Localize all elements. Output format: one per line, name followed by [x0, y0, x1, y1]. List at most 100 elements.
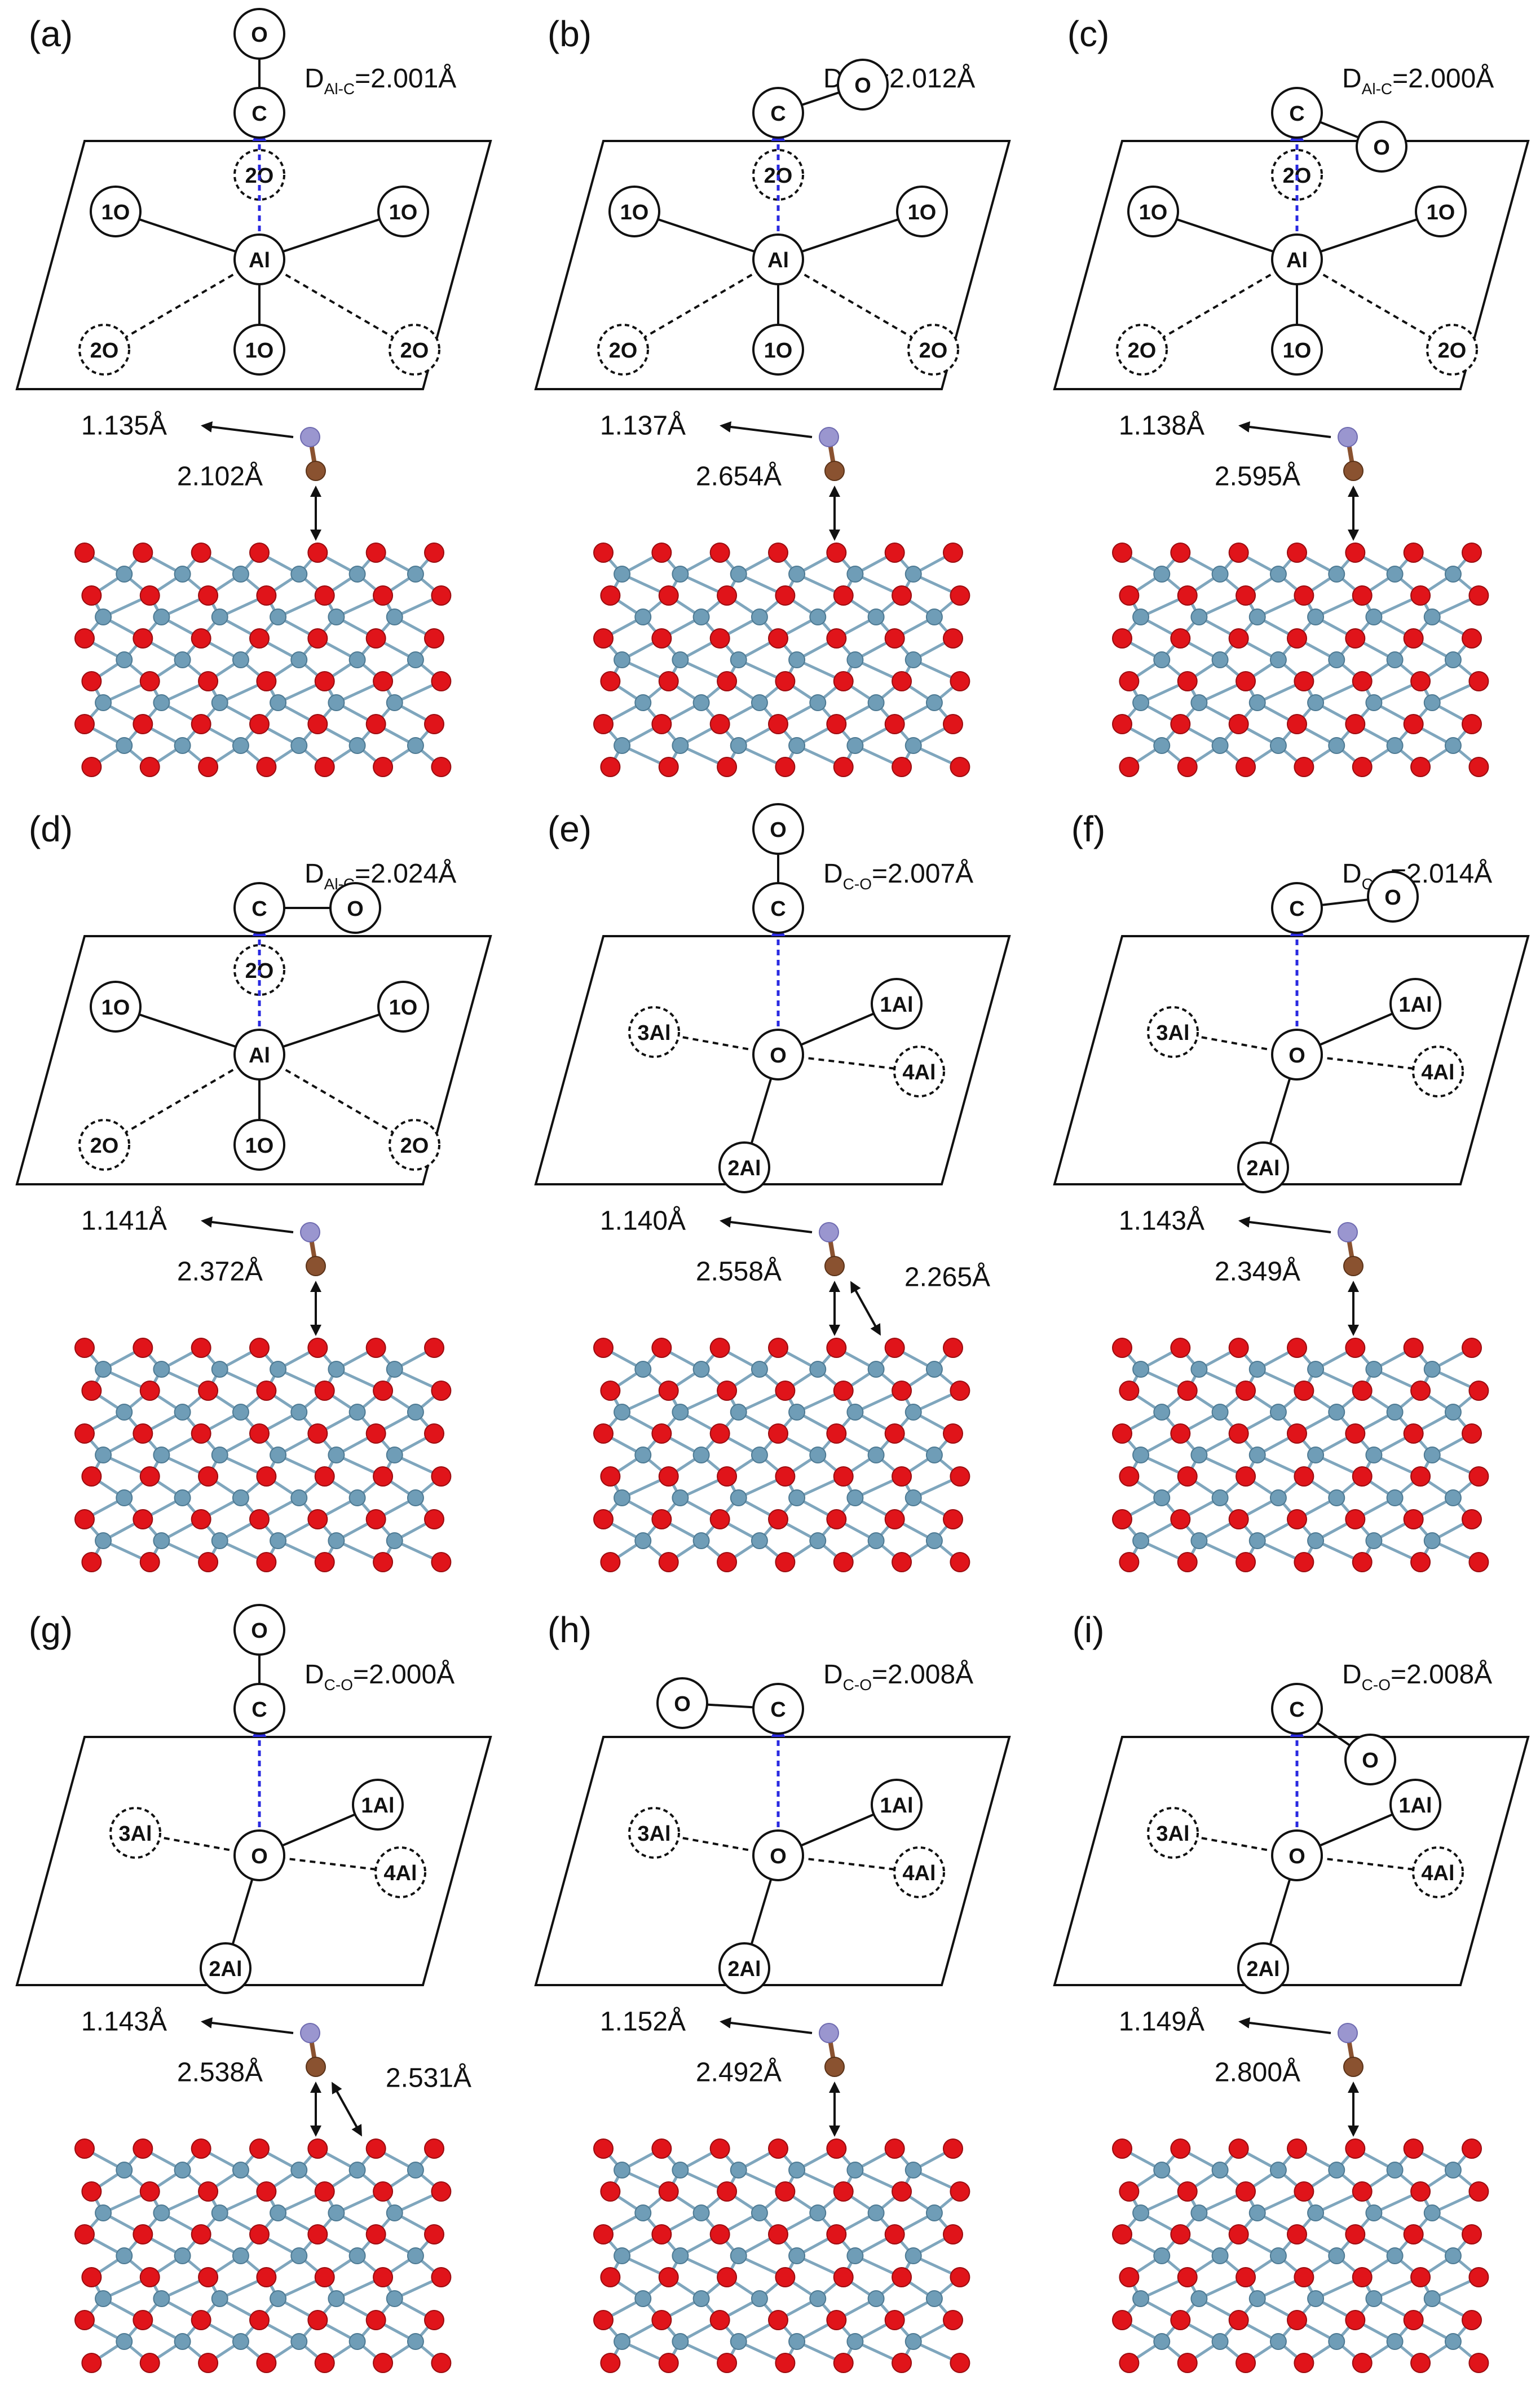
oxygen-atom [651, 1338, 672, 1358]
oxygen-2o-label: 2O [400, 1134, 429, 1158]
oxygen-atom [826, 2224, 847, 2245]
oxygen-atom [1177, 1552, 1198, 1572]
oxygen-atom [768, 543, 788, 563]
aluminum-atom [1307, 608, 1325, 625]
aluminum-2al-label: 2Al [727, 1957, 761, 1981]
aluminum-1al [1389, 978, 1441, 1030]
aluminum-atom [1423, 1447, 1441, 1463]
aluminum-3al [109, 1807, 161, 1859]
oxygen-atom [892, 2353, 912, 2373]
oxygen-atom [74, 628, 95, 649]
aluminum-atom [1328, 737, 1345, 754]
oxygen-atom [833, 1552, 854, 1572]
oxygen-atom [1345, 1423, 1366, 1444]
oxygen-atom [950, 2353, 970, 2373]
aluminum-atom [692, 1361, 710, 1378]
molecule-oxygen [1356, 121, 1407, 173]
aluminum-atom [1190, 608, 1208, 625]
oxygen-atom [81, 1552, 102, 1572]
oxygen-atom [709, 2138, 730, 2159]
oxygen-atom [1119, 1466, 1140, 1487]
oxygen-atom [198, 671, 219, 691]
oxygen-atom [1294, 2181, 1314, 2202]
aluminum-atom [867, 608, 885, 625]
aluminum-atom [211, 1361, 228, 1378]
panel-label: (f) [1071, 809, 1105, 849]
oxygen-atom [658, 2181, 679, 2202]
oxygen-atom [1235, 2353, 1256, 2373]
oxygen-atom [1170, 2138, 1191, 2159]
aluminum-atom [1269, 737, 1287, 754]
oxygen-1o [1127, 186, 1179, 237]
surface-oxygen-label: O [1289, 1044, 1305, 1068]
al-o-dashed-bond [1296, 258, 1453, 351]
oxygen-atom [826, 543, 847, 563]
oxygen-atom [709, 543, 730, 563]
aluminum-atom [1190, 2290, 1208, 2307]
aluminum-atom [788, 1404, 806, 1421]
panel-label: (i) [1073, 1609, 1105, 1650]
aluminum-atom [672, 1489, 689, 1506]
distance-subscript: C-O [1362, 1676, 1391, 1694]
oxygen-atom [1228, 2138, 1249, 2159]
aluminum-atom [788, 2162, 806, 2179]
oxygen-atom [139, 671, 160, 691]
oxygen-atom [431, 1552, 452, 1572]
oxygen-atom [133, 543, 153, 563]
surface-distance-label: 2.538Å [177, 2058, 263, 2088]
oxygen-1o [233, 324, 285, 376]
oxygen-atom [892, 757, 912, 777]
aluminum-atom [672, 737, 689, 754]
aluminum-center [233, 1029, 285, 1081]
aluminum-atom [1328, 2247, 1345, 2264]
oxygen-atom [1462, 628, 1482, 649]
aluminum-atom [1328, 651, 1345, 668]
oxygen-atom [709, 628, 730, 649]
oxygen-atom [1403, 1509, 1424, 1529]
oxygen-atom [191, 714, 211, 734]
aluminum-atom [211, 2204, 228, 2221]
oxygen-atom [1462, 1423, 1482, 1444]
aluminum-atom [153, 2290, 170, 2307]
oxygen-atom [1294, 2353, 1314, 2373]
aluminum-atom [211, 694, 228, 711]
surface-distance-label: 2.349Å [1215, 1257, 1300, 1287]
aluminum-atom [1132, 1447, 1150, 1463]
aluminum-atom [1211, 566, 1229, 583]
al-o-dashed-bond [777, 258, 934, 351]
oxygen-atom [1410, 2267, 1431, 2287]
surface-distance-label: 2.595Å [1215, 462, 1300, 492]
oxygen-atom [768, 714, 788, 734]
carbon-atom-label: C [1289, 102, 1304, 126]
aluminum-atom [1153, 2162, 1171, 2179]
aluminum-atom [1190, 2204, 1208, 2221]
aluminum-atom [904, 2162, 922, 2179]
oxygen-atom [191, 2224, 211, 2245]
oxygen-atom [600, 757, 621, 777]
oxygen-atom [81, 585, 102, 606]
oxygen-atom [365, 2310, 386, 2330]
aluminum-atom [1269, 1404, 1287, 1421]
aluminum-atom [1423, 2290, 1441, 2307]
oxygen-atom [314, 2267, 335, 2287]
aluminum-2al-label: 2Al [209, 1957, 242, 1981]
oxygen-atom [373, 2181, 394, 2202]
aluminum-atom [904, 2247, 922, 2264]
oxygen-atom [950, 757, 970, 777]
oxygen-atom [1119, 2181, 1140, 2202]
carbon-atom-label: C [770, 102, 786, 126]
aluminum-atom [174, 2162, 191, 2179]
aluminum-atom [174, 1489, 191, 1506]
oxygen-atom [74, 2310, 95, 2330]
oxygen-atom [709, 1509, 730, 1529]
oxygen-atom [1170, 714, 1191, 734]
bond-length-label: 1.135Å [81, 411, 167, 441]
bond-length-label: 1.149Å [1119, 2007, 1204, 2037]
oxygen-atom [424, 2310, 444, 2330]
aluminum-atom [1365, 2204, 1383, 2221]
aluminum-atom [730, 737, 747, 754]
oxygen-atom [1410, 1552, 1431, 1572]
oxygen-atom [249, 543, 270, 563]
aluminum-atom [692, 694, 710, 711]
